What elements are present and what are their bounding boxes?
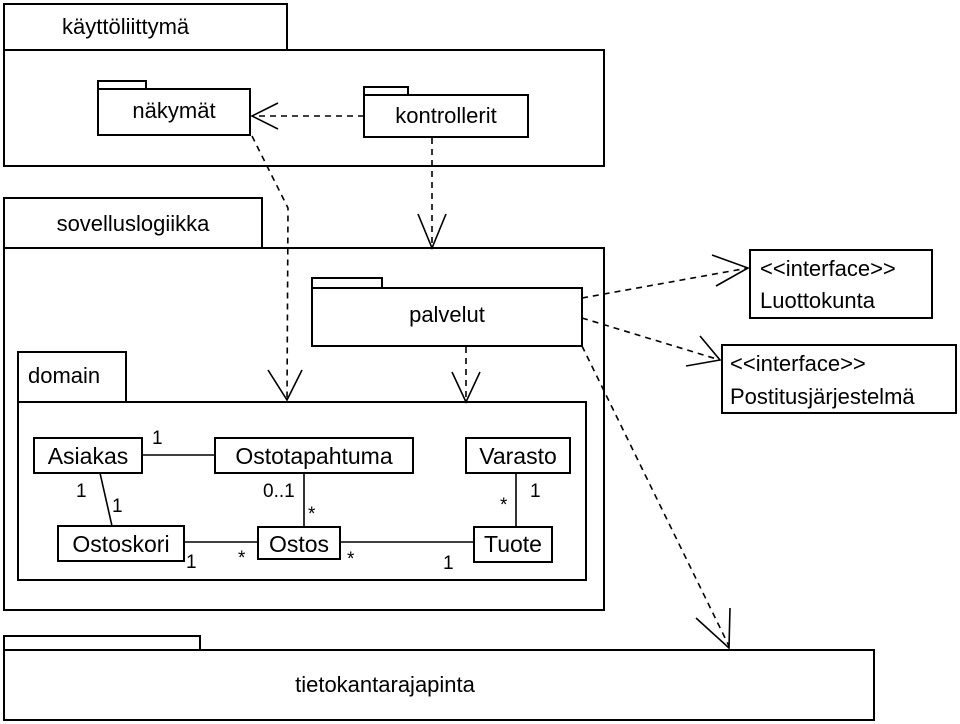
assoc-asiakas-ostoskori xyxy=(99,472,113,527)
package-body xyxy=(3,649,875,721)
class-box xyxy=(465,437,571,474)
dependency-palvelut-postitus xyxy=(581,317,722,367)
interface-luottokunta: <<interface>> Luottokunta xyxy=(749,249,933,319)
package-tab xyxy=(17,351,127,403)
arrowhead xyxy=(267,369,303,402)
package-body xyxy=(311,287,583,347)
multiplicities: 1 1 1 0..1 * 1 * 1 * * 1 xyxy=(76,428,541,574)
package-tab xyxy=(363,86,409,96)
package-title: domain xyxy=(28,363,100,388)
dependency-palvelut-domain xyxy=(451,347,481,404)
class-asiakas: Asiakas xyxy=(33,437,143,474)
package-tab xyxy=(3,3,288,51)
package-kayttoliittyma: käyttöliittymä xyxy=(3,3,605,167)
class-ostotapahtuma: Ostotapahtuma xyxy=(214,437,414,474)
package-body xyxy=(97,88,251,136)
multiplicity-label: 1 xyxy=(186,552,197,573)
class-varasto: Varasto xyxy=(465,437,571,474)
class-box xyxy=(214,437,414,474)
class-box xyxy=(57,525,185,562)
multiplicity-label: * xyxy=(347,549,355,570)
package-tab xyxy=(3,635,201,651)
dependency-nakymat-domain xyxy=(251,135,303,402)
multiplicity-label: 1 xyxy=(112,496,123,517)
dependencies xyxy=(250,102,750,650)
class-name: Tuote xyxy=(484,531,542,557)
multiplicity-label: 0..1 xyxy=(263,481,295,502)
package-kontrollerit: kontrollerit xyxy=(363,86,529,138)
class-name: Varasto xyxy=(479,443,557,469)
package-label: näkymät xyxy=(132,98,215,123)
multiplicity-label: 1 xyxy=(76,481,87,502)
class-name: Ostoskori xyxy=(72,531,169,557)
arrowhead xyxy=(417,213,447,251)
multiplicity-label: * xyxy=(500,495,508,516)
multiplicity-label: 1 xyxy=(443,553,454,574)
class-tuote: Tuote xyxy=(473,526,553,563)
arrowhead xyxy=(695,607,731,650)
multiplicity-label: 1 xyxy=(530,481,541,502)
package-tab xyxy=(311,277,383,289)
multiplicity-label: * xyxy=(238,548,246,569)
arrowhead xyxy=(711,254,750,287)
class-name: Asiakas xyxy=(48,443,129,469)
package-label: kontrollerit xyxy=(395,103,496,128)
interface-box xyxy=(749,249,933,319)
package-title: sovelluslogiikka xyxy=(57,211,211,236)
package-tab xyxy=(97,80,147,90)
arrowhead xyxy=(250,102,279,130)
interface-postitusjarjestelma: <<interface>> Postitusjärjestelmä xyxy=(721,344,957,414)
package-tietokantarajapinta: tietokantarajapinta xyxy=(3,635,875,721)
package-nakymat: näkymät xyxy=(97,80,251,136)
interface-stereotype: <<interface>> xyxy=(730,351,866,376)
class-ostos: Ostos xyxy=(257,526,341,560)
interface-name: Postitusjärjestelmä xyxy=(730,384,915,409)
class-ostoskori: Ostoskori xyxy=(57,525,185,562)
package-label: palvelut xyxy=(409,302,485,327)
associations xyxy=(99,454,517,543)
arrowhead xyxy=(685,335,722,367)
arrowhead xyxy=(451,371,481,404)
package-title: käyttöliittymä xyxy=(62,14,190,39)
dependency-palvelut-luottokunta xyxy=(581,254,750,299)
dependency-kontrollerit-palvelut xyxy=(417,138,447,251)
interface-box xyxy=(721,344,957,414)
class-box xyxy=(257,526,341,560)
dependency-palvelut-tietokanta xyxy=(581,345,731,650)
class-name: Ostos xyxy=(269,531,329,557)
multiplicity-label: 1 xyxy=(152,428,163,449)
interface-name: Luottokunta xyxy=(760,288,876,313)
package-body xyxy=(363,94,529,138)
class-name: Ostotapahtuma xyxy=(235,443,392,469)
class-box xyxy=(473,526,553,563)
dependency-kontrollerit-nakymat xyxy=(250,102,364,130)
package-label: tietokantarajapinta xyxy=(295,672,476,697)
package-palvelut: palvelut xyxy=(311,277,583,347)
class-box xyxy=(33,437,143,474)
interface-stereotype: <<interface>> xyxy=(760,256,896,281)
multiplicity-label: * xyxy=(308,504,316,525)
